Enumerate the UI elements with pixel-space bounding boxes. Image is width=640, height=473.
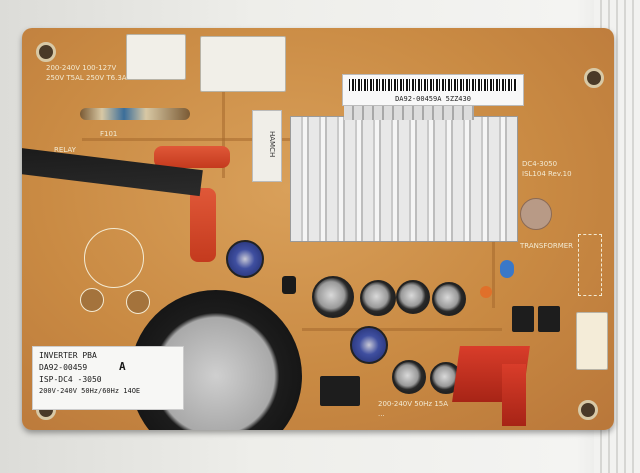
model-silk-line: ISL104 Rev.10 bbox=[522, 170, 572, 178]
component-footprint bbox=[84, 228, 144, 288]
mounting-hole bbox=[584, 68, 604, 88]
transistor bbox=[282, 276, 296, 294]
film-capacitor bbox=[190, 188, 216, 262]
label-line: DA92-00459 bbox=[39, 363, 88, 372]
mounting-hole bbox=[578, 400, 598, 420]
voltage-silk-line: 250V T5AL 250V T6.3AL bbox=[46, 74, 131, 82]
electrolytic-capacitor bbox=[226, 240, 264, 278]
component-footprint bbox=[126, 290, 150, 314]
product-label: INVERTER PBA DA92-00459 A ISP-DC4 -3050 … bbox=[32, 346, 184, 410]
bottom-silk-line: ... bbox=[378, 410, 385, 418]
small-capacitor bbox=[480, 286, 492, 298]
aluminum-heatsink bbox=[290, 116, 518, 242]
small-capacitor bbox=[500, 260, 514, 278]
white-connector bbox=[200, 36, 286, 92]
component-footprint bbox=[80, 288, 104, 312]
voltage-silk-line: 200-240V 100-127V bbox=[46, 64, 117, 72]
relay-component bbox=[252, 110, 282, 182]
electrolytic-capacitor bbox=[312, 276, 354, 318]
electrolytic-capacitor bbox=[392, 360, 426, 394]
silk-transformer: TRANSFORMER bbox=[520, 242, 574, 250]
film-capacitor bbox=[154, 146, 230, 168]
connector-footprint bbox=[578, 234, 602, 296]
label-line: ISP-DC4 -3050 bbox=[39, 375, 102, 384]
electrolytic-capacitor bbox=[350, 326, 388, 364]
mounting-hole bbox=[36, 42, 56, 62]
ic-chip bbox=[320, 376, 360, 406]
silk-fuse: F101 bbox=[100, 130, 118, 138]
label-line: 200V-240V 50Hz/60Hz 14OE bbox=[39, 387, 141, 395]
model-silk-line: DC4-3050 bbox=[522, 160, 558, 168]
label-line: INVERTER PBA bbox=[39, 351, 97, 360]
copper-trace bbox=[222, 88, 225, 178]
optocoupler bbox=[512, 306, 534, 332]
barcode-text: DA92-00459A 5ZZ430 bbox=[395, 95, 471, 103]
side-connector bbox=[576, 312, 608, 370]
electrolytic-capacitor bbox=[360, 280, 396, 316]
barcode bbox=[349, 79, 517, 91]
electrolytic-capacitor bbox=[432, 282, 466, 316]
copper-trace bbox=[302, 328, 502, 331]
label-grade: A bbox=[119, 360, 126, 373]
inspection-sticker bbox=[520, 198, 552, 230]
inverter-circuit-board: 200-240V 100-127V 250V T5AL 250V T6.3AL … bbox=[22, 28, 614, 430]
bottom-silk-line: 200-240V 50Hz 15A bbox=[378, 400, 449, 408]
copper-trace bbox=[82, 138, 302, 141]
fuse bbox=[80, 108, 190, 120]
red-relay bbox=[502, 364, 526, 426]
relay-marking: HAMCH bbox=[268, 130, 276, 158]
silk-relay: RELAY bbox=[54, 146, 76, 154]
electrolytic-capacitor bbox=[396, 280, 430, 314]
white-connector bbox=[126, 34, 186, 80]
barcode-label: DA92-00459A 5ZZ430 bbox=[342, 74, 524, 106]
optocoupler bbox=[538, 306, 560, 332]
